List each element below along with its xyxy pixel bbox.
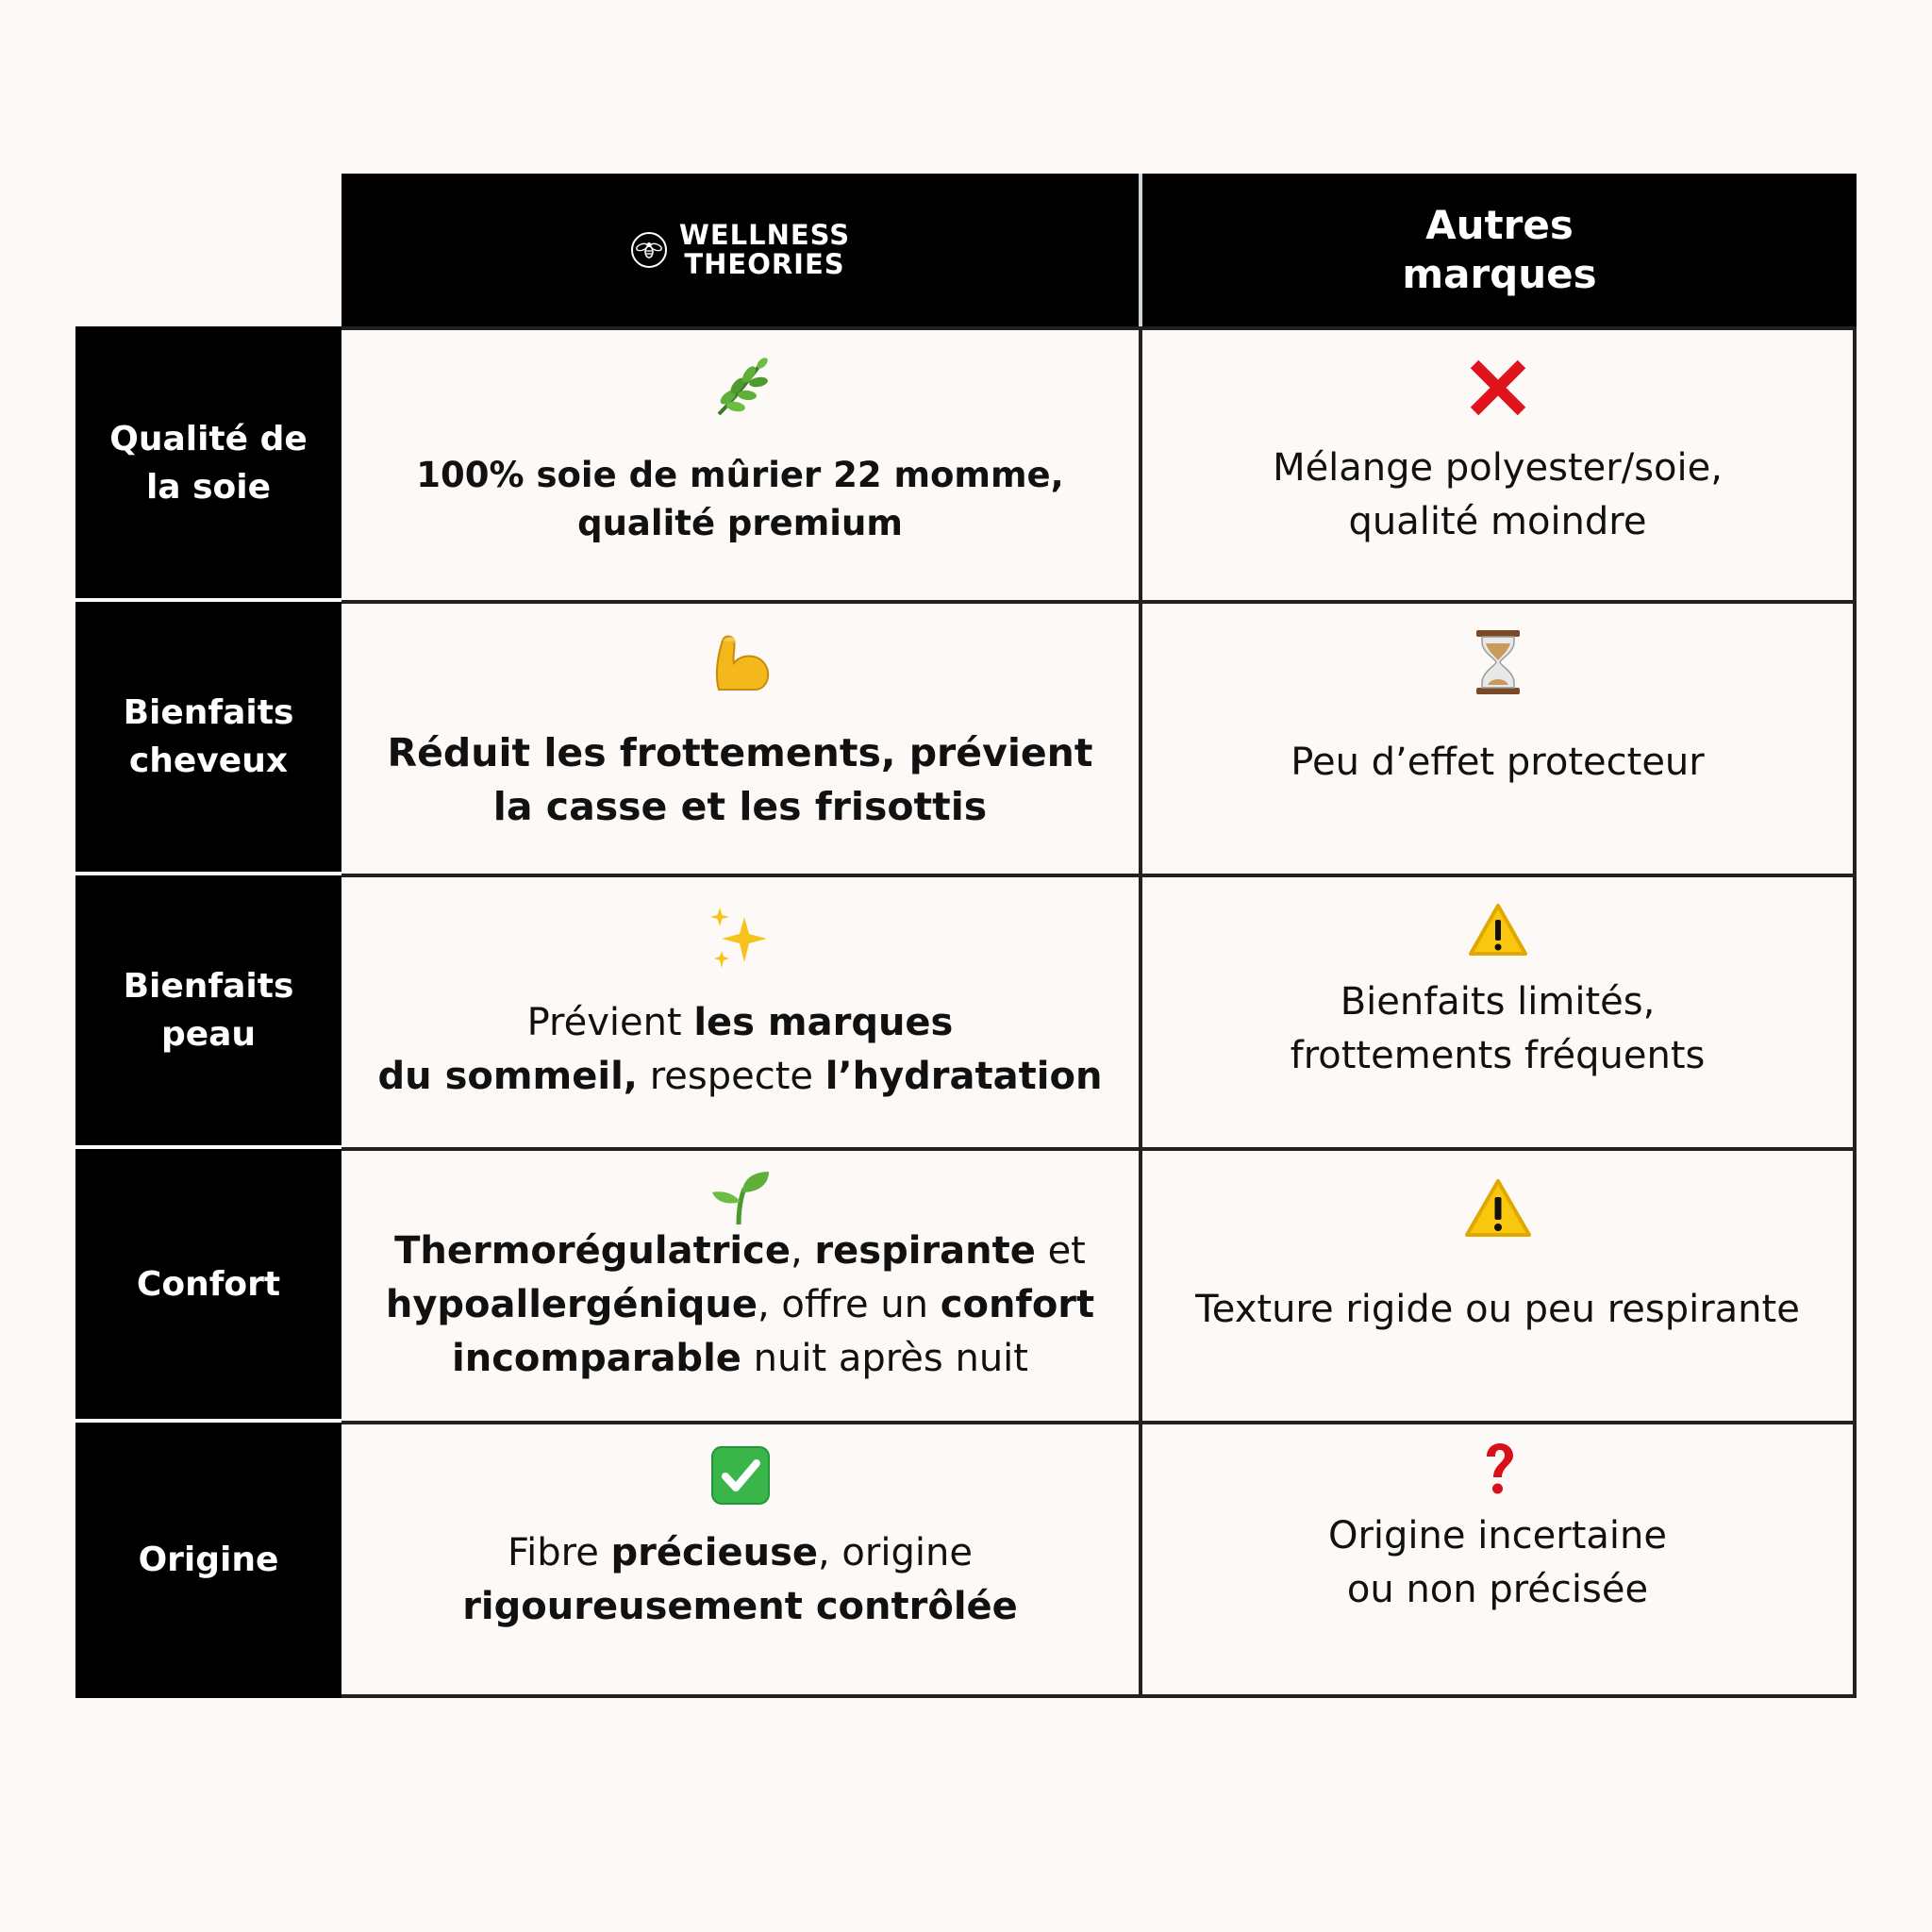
brand-text-part: , origine (818, 1531, 973, 1574)
brand-text-part: , offre un (757, 1283, 941, 1326)
cell-brand-skin-benefits: Prévient les marques du sommeil, respect… (341, 877, 1139, 1147)
other-text-line2: frottements fréquents (1290, 1034, 1706, 1077)
other-text-line1: Mélange polyester/soie, (1273, 446, 1723, 490)
warning-icon (1460, 902, 1536, 958)
other-text-line2: qualité moindre (1348, 500, 1647, 543)
brand-text-line2: la casse et les frisottis (492, 784, 988, 829)
cross-mark-icon (1460, 358, 1536, 417)
cell-brand-comfort: Thermorégulatrice, respirante et hypoall… (341, 1151, 1139, 1421)
label-separator (75, 1145, 341, 1149)
brand-text-line2: qualité premium (577, 503, 903, 543)
cell-other-silk-quality: Mélange polyester/soie, qualité moindre (1139, 330, 1857, 600)
brand-text-bold-part: du sommeil, (377, 1055, 638, 1098)
brand-text-bold-part: incomparable (452, 1337, 741, 1380)
row-label-skin-benefits: Bienfaits peau (75, 874, 341, 1147)
row-label-line1: Origine (138, 1540, 279, 1579)
other-text-line2: ou non précisée (1346, 1568, 1649, 1611)
seedling-icon (703, 1170, 778, 1224)
cell-brand-hair-benefits: Réduit les frottements, prévient la cass… (341, 604, 1139, 874)
row-divider (341, 1421, 1857, 1424)
row-divider (341, 1147, 1857, 1151)
sparkles-icon (703, 900, 778, 975)
header-divider (1139, 174, 1142, 326)
header-other-line2: marques (1402, 251, 1597, 297)
row-label-line2: cheveux (128, 741, 289, 780)
brand-text-bold-part: précieuse (610, 1531, 818, 1574)
row-label-line1: Qualité de (109, 420, 308, 458)
column-divider (1139, 326, 1142, 1698)
cell-other-skin-benefits: Bienfaits limités, frottements fréquents (1139, 877, 1857, 1147)
row-label-line1: Bienfaits (123, 693, 294, 732)
row-label-line1: Bienfaits (123, 967, 294, 1006)
brand-text-line1: Prévient les marques (378, 996, 1103, 1050)
row-label-line2: peau (160, 1015, 257, 1054)
brand-text-part: et (1035, 1229, 1086, 1273)
brand-text-line3: incomparable nuit après nuit (386, 1332, 1094, 1386)
brand-text-line2: rigoureusement contrôlée (462, 1580, 1018, 1634)
brand-text-line1: Fibre précieuse, origine (462, 1526, 1018, 1580)
brand-text-part: Prévient (526, 1001, 694, 1044)
warning-icon (1460, 1177, 1536, 1240)
row-divider (341, 874, 1857, 877)
row-divider (341, 600, 1857, 604)
header-brand-cell: WELLNESS THEORIES (341, 174, 1139, 326)
flexed-biceps-icon (703, 625, 778, 700)
cell-brand-silk-quality: 100% soie de mûrier 22 momme, qualité pr… (341, 330, 1139, 600)
brand-text-line1: 100% soie de mûrier 22 momme, (416, 455, 1064, 495)
brand-logo-group: WELLNESS THEORIES (630, 221, 850, 279)
brand-text-bold-part: l’hydratation (824, 1055, 1103, 1098)
header-other-line1: Autres (1425, 202, 1574, 248)
herb-icon (703, 349, 778, 425)
brand-text-line1: Réduit les frottements, prévient (387, 730, 1093, 775)
brand-text-bold-part: rigoureusement contrôlée (462, 1585, 1018, 1628)
row-label-line2: la soie (145, 468, 272, 507)
other-text-line1: Texture rigide ou peu respirante (1195, 1288, 1800, 1331)
label-separator (75, 872, 341, 875)
brand-text-bold-part: respirante (814, 1229, 1036, 1273)
brand-name: WELLNESS THEORIES (679, 221, 850, 279)
brand-text-bold-part: les marques (693, 1001, 954, 1044)
row-label-line1: Confort (136, 1264, 281, 1304)
brand-text-bold-part: Thermorégulatrice (394, 1229, 791, 1273)
label-separator (75, 598, 341, 602)
check-mark-button-icon (703, 1445, 778, 1506)
cell-other-comfort: Texture rigide ou peu respirante (1139, 1151, 1857, 1421)
hourglass-icon (1460, 625, 1536, 700)
label-separator (75, 1419, 341, 1423)
cell-brand-origin: Fibre précieuse, origine rigoureusement … (341, 1424, 1139, 1698)
brand-text-part: respecte (637, 1055, 825, 1098)
comparison-table: WELLNESS THEORIES Autres marques Qualité… (75, 174, 1857, 1698)
cell-other-hair-benefits: Peu d’effet protecteur (1139, 604, 1857, 874)
brand-text-line1: Thermorégulatrice, respirante et (386, 1224, 1094, 1278)
row-label-comfort: Confort (75, 1147, 341, 1421)
row-label-origin: Origine (75, 1421, 341, 1698)
brand-text-part: nuit après nuit (741, 1337, 1028, 1380)
red-question-mark-icon (1460, 1441, 1536, 1498)
brand-text-bold-part: hypoallergénique (385, 1283, 758, 1326)
brand-text-bold-part: confort (940, 1283, 1095, 1326)
brand-name-line2: THEORIES (684, 248, 845, 280)
other-text-line1: Peu d’effet protecteur (1291, 741, 1705, 784)
cell-other-origin: Origine incertaine ou non précisée (1139, 1424, 1857, 1698)
header-other-brands-cell: Autres marques (1142, 174, 1857, 326)
row-label-hair-benefits: Bienfaits cheveux (75, 600, 341, 874)
other-text-line1: Origine incertaine (1327, 1514, 1667, 1557)
brand-text-part: , (790, 1229, 815, 1273)
row-label-silk-quality: Qualité de la soie (75, 326, 341, 600)
other-text-line1: Bienfaits limités, (1340, 980, 1656, 1024)
brand-text-line2: du sommeil, respecte l’hydratation (378, 1050, 1103, 1104)
brand-text-part: Fibre (508, 1531, 611, 1574)
brand-text-line2: hypoallergénique, offre un confort (386, 1278, 1094, 1332)
brand-name-line1: WELLNESS (678, 219, 851, 251)
bee-logo-icon (630, 232, 667, 268)
